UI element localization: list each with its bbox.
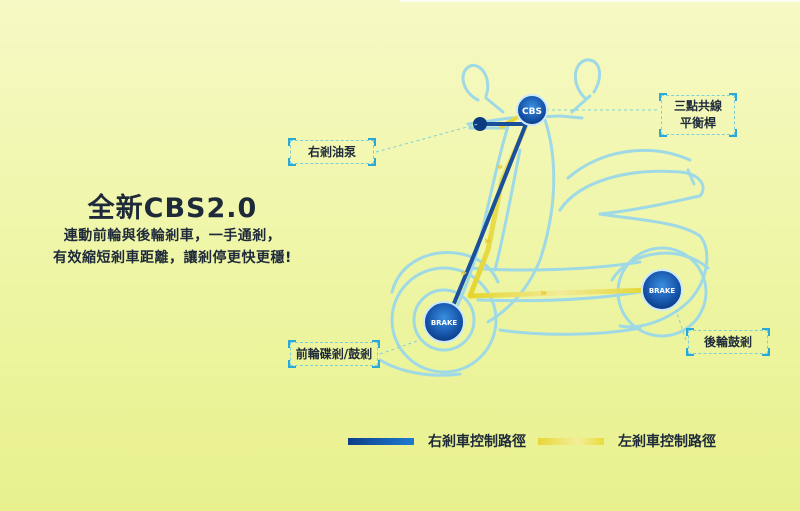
svg-text:»: » (496, 160, 503, 173)
rear-brake-badge-label: BRAKE (649, 287, 676, 295)
headline-line-2: 有效縮短剎車距離，讓剎停更快更穩! (53, 250, 292, 266)
callout-right-pump: 右剎油泵 (288, 138, 376, 166)
callout-balance-bar-line-2: 平衡桿 (679, 116, 716, 130)
cbs-badge-label: CBS (522, 107, 542, 117)
callout-rear-brake: 後輪鼓剎 (686, 328, 770, 356)
cbs-badge: CBS (516, 94, 548, 126)
legend-left-brake: 左剎車控制路徑 (538, 430, 716, 452)
right-pump-dot (473, 117, 487, 131)
svg-text:»: » (540, 286, 547, 299)
top-divider (400, 0, 800, 2)
legend-right-swatch (348, 437, 414, 445)
svg-text:»: » (484, 234, 491, 247)
legend-right-brake: 右剎車控制路徑 (348, 430, 526, 452)
headline-block: 全新CBS2.0 連動前輪與後輪剎車，一手通剎， 有效縮短剎車距離，讓剎停更快更… (40, 193, 305, 269)
scooter-outline (378, 58, 710, 377)
leader-lines (375, 109, 687, 355)
legend-left-label: 左剎車控制路徑 (618, 434, 716, 450)
front-brake-badge: BRAKE (423, 301, 465, 343)
callout-front-brake-label: 前輪碟剎/鼓剎 (295, 347, 373, 361)
callout-rear-brake-label: 後輪鼓剎 (703, 335, 752, 349)
legend-right-label: 右剎車控制路徑 (428, 434, 526, 450)
headline-line-1: 連動前輪與後輪剎車，一手通剎， (63, 228, 282, 244)
rear-brake-badge: BRAKE (641, 269, 683, 311)
right-brake-path: » (446, 117, 528, 319)
callout-front-brake: 前輪碟剎/鼓剎 (288, 340, 380, 368)
headline-title: 全新CBS2.0 (87, 193, 258, 224)
callout-balance-bar-line-1: 三點共線 (673, 99, 722, 113)
callout-balance-bar: 三點共線 平衡桿 (659, 93, 737, 137)
callout-right-pump-label: 右剎油泵 (307, 145, 356, 159)
legend-left-swatch (538, 437, 604, 445)
front-brake-badge-label: BRAKE (431, 319, 458, 327)
svg-text:»: » (460, 266, 467, 279)
